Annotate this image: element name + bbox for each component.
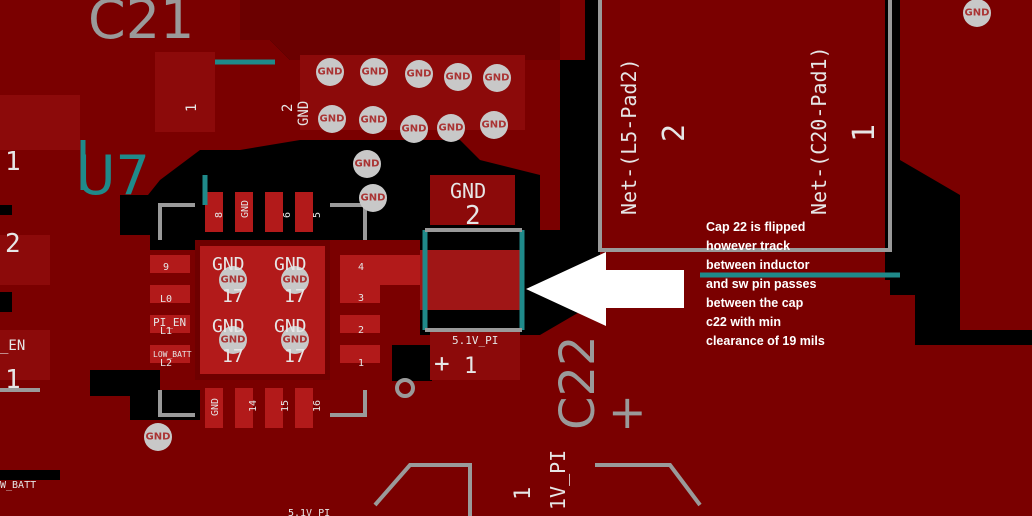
svg-text:2: 2 [465, 201, 481, 231]
svg-text:1: 1 [847, 124, 882, 142]
net-label-stub: 5.1V_PI [288, 508, 330, 516]
svg-text:GND: GND [274, 316, 307, 337]
designator-c21: C21 [88, 0, 194, 51]
svg-text:GND: GND [362, 67, 387, 78]
svg-text:GND: GND [485, 73, 510, 84]
svg-text:GND: GND [221, 335, 246, 346]
svg-text:1: 1 [358, 358, 364, 369]
svg-text:GND: GND [965, 8, 990, 19]
svg-text:GND: GND [212, 316, 245, 337]
svg-text:GND: GND [407, 69, 432, 80]
svg-text:GND: GND [402, 124, 427, 135]
svg-text:+: + [434, 349, 450, 379]
svg-text:4: 4 [358, 262, 364, 273]
svg-text:GND: GND [355, 159, 380, 170]
svg-text:15: 15 [280, 400, 291, 412]
net-label-en-left: _EN [0, 338, 25, 354]
svg-text:L2: L2 [160, 358, 172, 369]
svg-text:+: + [608, 385, 647, 439]
designator-u7: U7 [76, 144, 150, 207]
svg-text:1: 1 [464, 354, 477, 379]
svg-text:1: 1 [184, 104, 200, 112]
svg-text:2: 2 [657, 124, 692, 142]
svg-text:2: 2 [358, 325, 364, 336]
net-label-supply: 5.1V_PI [452, 334, 498, 347]
clearance-gaps [0, 0, 960, 480]
net-label-batt-left: W_BATT [0, 480, 36, 491]
svg-text:GND: GND [446, 72, 471, 83]
svg-text:GND: GND [361, 115, 386, 126]
u7-footprint [150, 192, 380, 428]
svg-text:17: 17 [284, 346, 306, 367]
svg-text:1: 1 [5, 147, 21, 177]
svg-text:17: 17 [284, 286, 306, 307]
svg-text:9: 9 [163, 262, 169, 273]
svg-text:17: 17 [222, 346, 244, 367]
svg-text:GND: GND [482, 120, 507, 131]
svg-text:GND: GND [283, 275, 308, 286]
svg-text:L1: L1 [160, 326, 172, 337]
net-labels: Net-(L5-Pad2) Net-(C20-Pad1) GND 5.1V_PI… [0, 46, 831, 516]
net-label-c20-pad1: Net-(C20-Pad1) [807, 46, 831, 215]
silkscreen-outlines [0, 0, 892, 516]
svg-text:GND: GND [221, 275, 246, 286]
svg-text:1: 1 [5, 365, 21, 395]
svg-text:GND: GND [439, 123, 464, 134]
svg-text:8: 8 [214, 212, 225, 218]
svg-text:GND: GND [212, 254, 245, 275]
svg-text:3: 3 [358, 293, 364, 304]
pad-numbers: 2 2 1 1 1 2 1 1 1 2 9 L0 L1 L2 4 3 2 1 8… [5, 104, 882, 500]
svg-text:GND: GND [318, 67, 343, 78]
svg-text:GND: GND [361, 193, 386, 204]
net-label-bottom: 1V_PI [546, 450, 570, 510]
svg-text:14: 14 [248, 400, 259, 412]
svg-text:GND: GND [210, 398, 221, 416]
net-label-gnd-pad2: GND [296, 101, 312, 126]
svg-text:17: 17 [222, 286, 244, 307]
net-label-gnd: GND [450, 179, 486, 203]
designator-c22: C22 [550, 335, 606, 430]
svg-text:2: 2 [5, 229, 21, 259]
net-label-pi-en: PI_EN [153, 316, 186, 329]
svg-text:L0: L0 [160, 294, 172, 305]
courtyard-outlines [80, 59, 900, 330]
designator-labels: C21 U7 C22 [76, 0, 606, 430]
svg-text:6: 6 [282, 212, 293, 218]
svg-text:GND: GND [146, 432, 171, 443]
svg-text:5: 5 [312, 212, 323, 218]
net-label-low-batt: LOW_BATT [153, 350, 192, 359]
svg-text:1: 1 [511, 487, 536, 500]
via-labels: GND GND GND GND GND GND GND GND GND GND … [146, 8, 990, 443]
svg-text:GND: GND [274, 254, 307, 275]
svg-text:GND: GND [240, 200, 251, 218]
vias [144, 0, 991, 451]
svg-text:16: 16 [312, 400, 323, 412]
annotation-arrow [526, 252, 684, 326]
annotation-text: Cap 22 is flipped however track between … [706, 220, 825, 348]
svg-text:GND: GND [283, 335, 308, 346]
polarity-marks: + + [434, 349, 647, 439]
svg-text:2: 2 [280, 104, 296, 112]
net-label-l5-pad2: Net-(L5-Pad2) [617, 58, 641, 215]
svg-text:GND: GND [320, 114, 345, 125]
